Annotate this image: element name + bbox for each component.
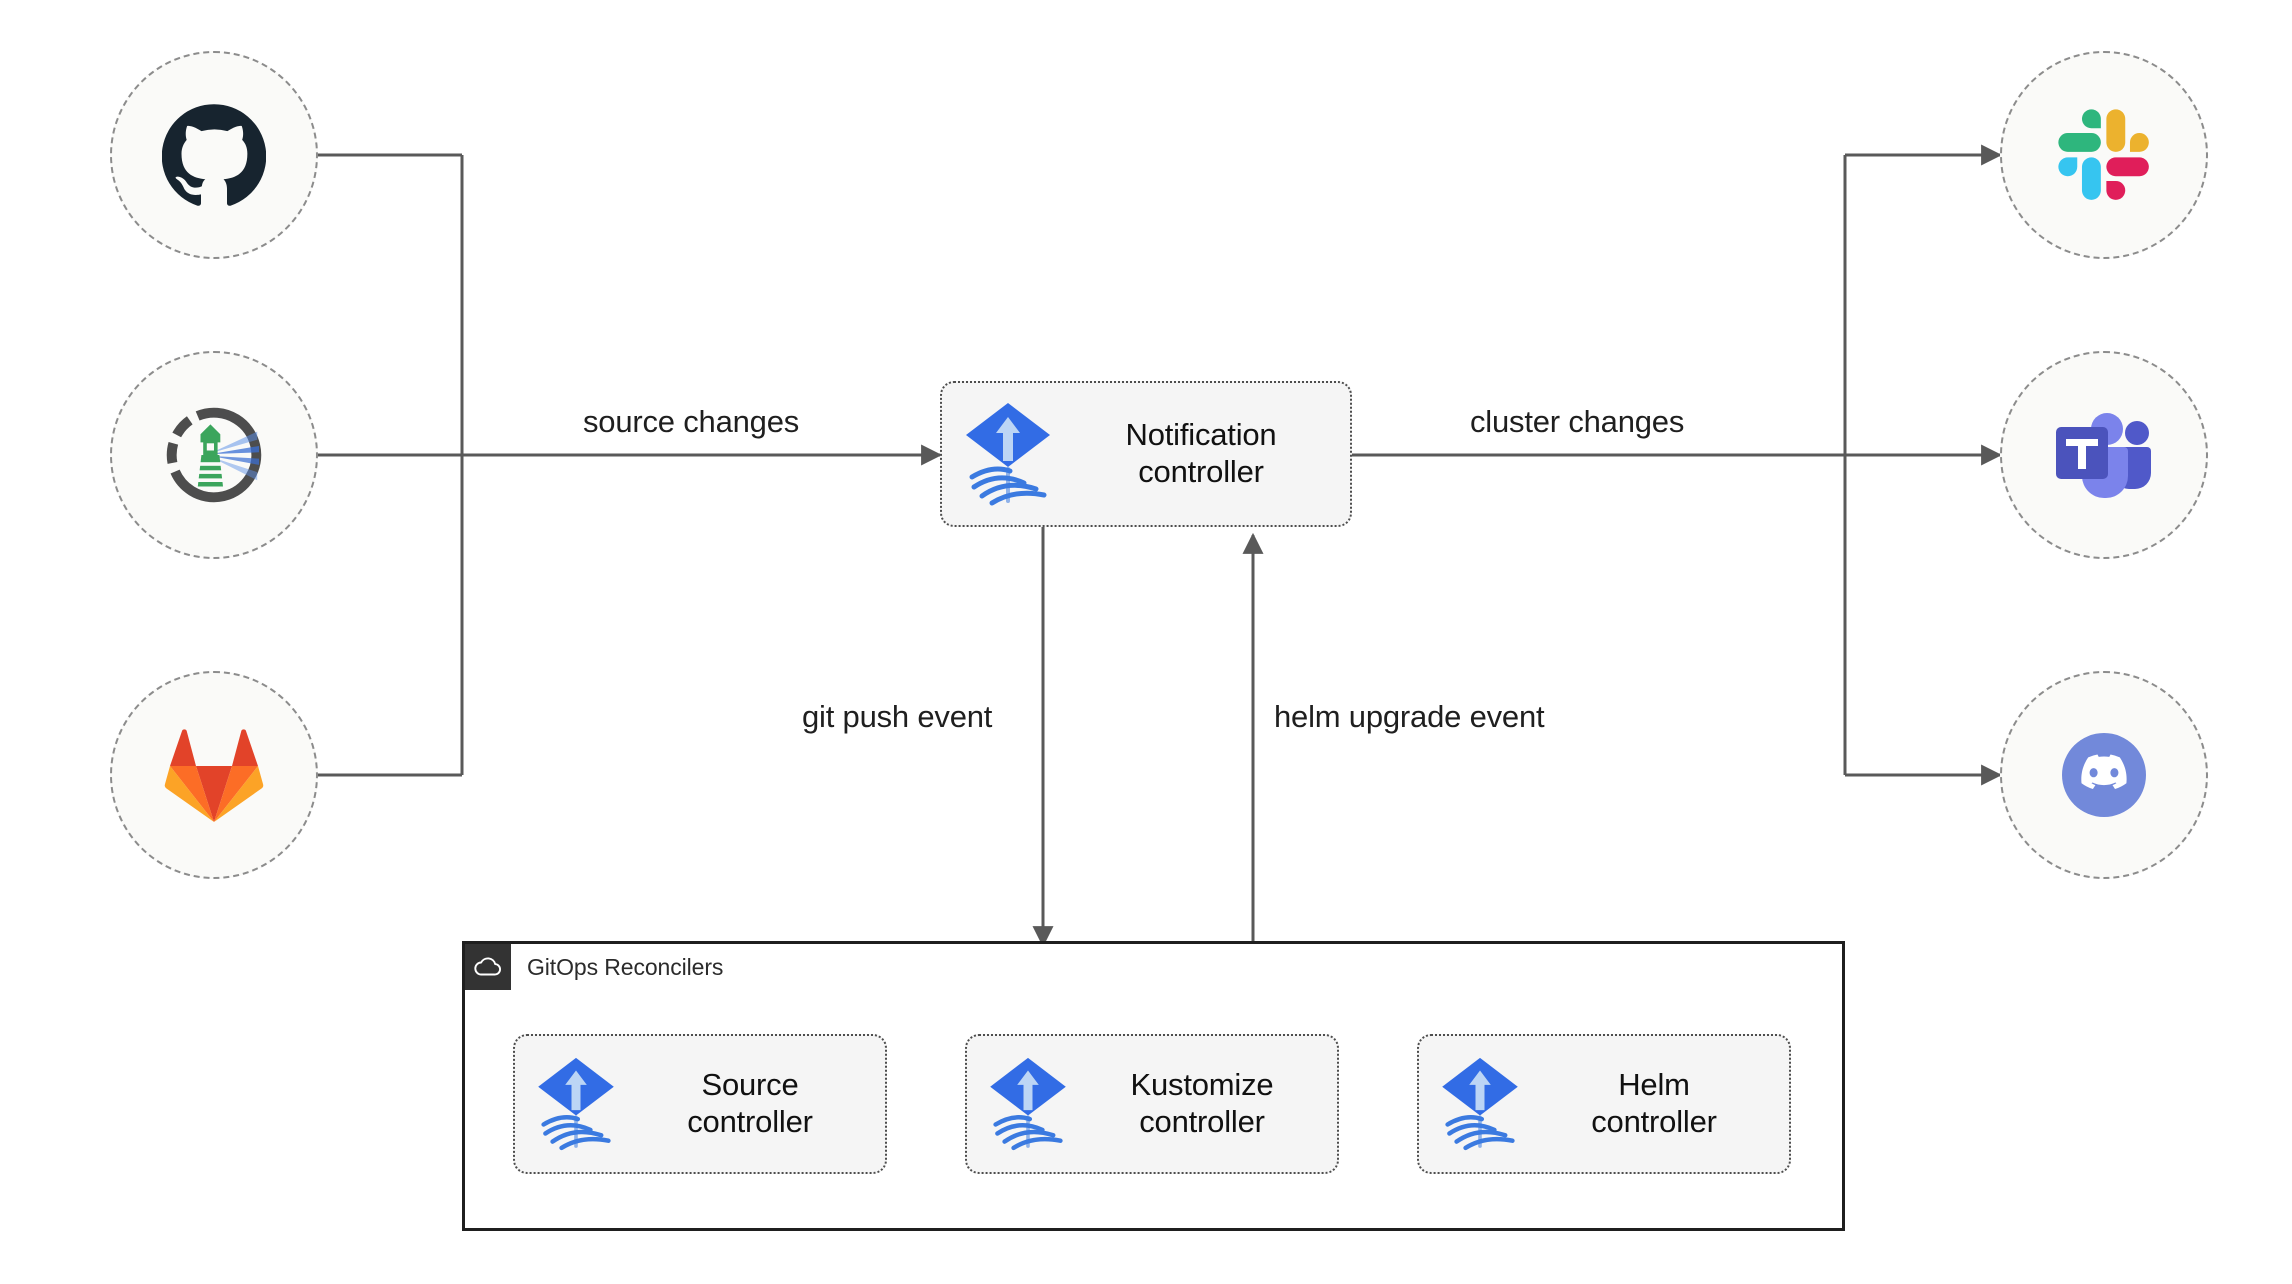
flux-icon xyxy=(531,1052,621,1157)
helm-controller-label: Helm controller xyxy=(1591,1067,1717,1139)
flux-icon xyxy=(983,1052,1073,1157)
gitlab-icon xyxy=(164,727,264,823)
gitops-reconcilers-group: GitOps Reconcilers Source controller xyxy=(462,941,1845,1231)
destination-node-teams[interactable] xyxy=(2000,351,2208,559)
source-node-harbor[interactable] xyxy=(110,351,318,559)
kustomize-controller-label: Kustomize controller xyxy=(1130,1067,1274,1139)
slack-icon xyxy=(2056,107,2152,203)
github-icon xyxy=(162,103,266,207)
discord-icon xyxy=(2049,720,2159,830)
destination-node-discord[interactable] xyxy=(2000,671,2208,879)
notification-controller-label: Notification controller xyxy=(1125,417,1277,489)
gitops-reconcilers-title: GitOps Reconcilers xyxy=(527,953,724,980)
destination-node-slack[interactable] xyxy=(2000,51,2208,259)
edge-label-cluster-changes: cluster changes xyxy=(1470,404,1685,439)
source-controller-label: Source controller xyxy=(687,1067,813,1139)
edge-label-git-push-event: git push event xyxy=(802,699,993,734)
source-controller-box[interactable]: Source controller xyxy=(513,1034,887,1174)
source-node-gitlab[interactable] xyxy=(110,671,318,879)
edge-label-source-changes: source changes xyxy=(583,404,800,439)
flux-icon xyxy=(1435,1052,1525,1157)
helm-controller-box[interactable]: Helm controller xyxy=(1417,1034,1791,1174)
kustomize-controller-box[interactable]: Kustomize controller xyxy=(965,1034,1339,1174)
notification-controller-box[interactable]: Notification controller xyxy=(940,381,1352,527)
flux-icon xyxy=(958,397,1058,512)
harbor-icon xyxy=(160,401,268,509)
edge-label-helm-upgrade-event: helm upgrade event xyxy=(1274,699,1545,734)
source-node-github[interactable] xyxy=(110,51,318,259)
gitops-reconcilers-header: GitOps Reconcilers xyxy=(465,944,723,990)
teams-icon xyxy=(2052,407,2156,503)
cloud-icon xyxy=(465,944,511,990)
